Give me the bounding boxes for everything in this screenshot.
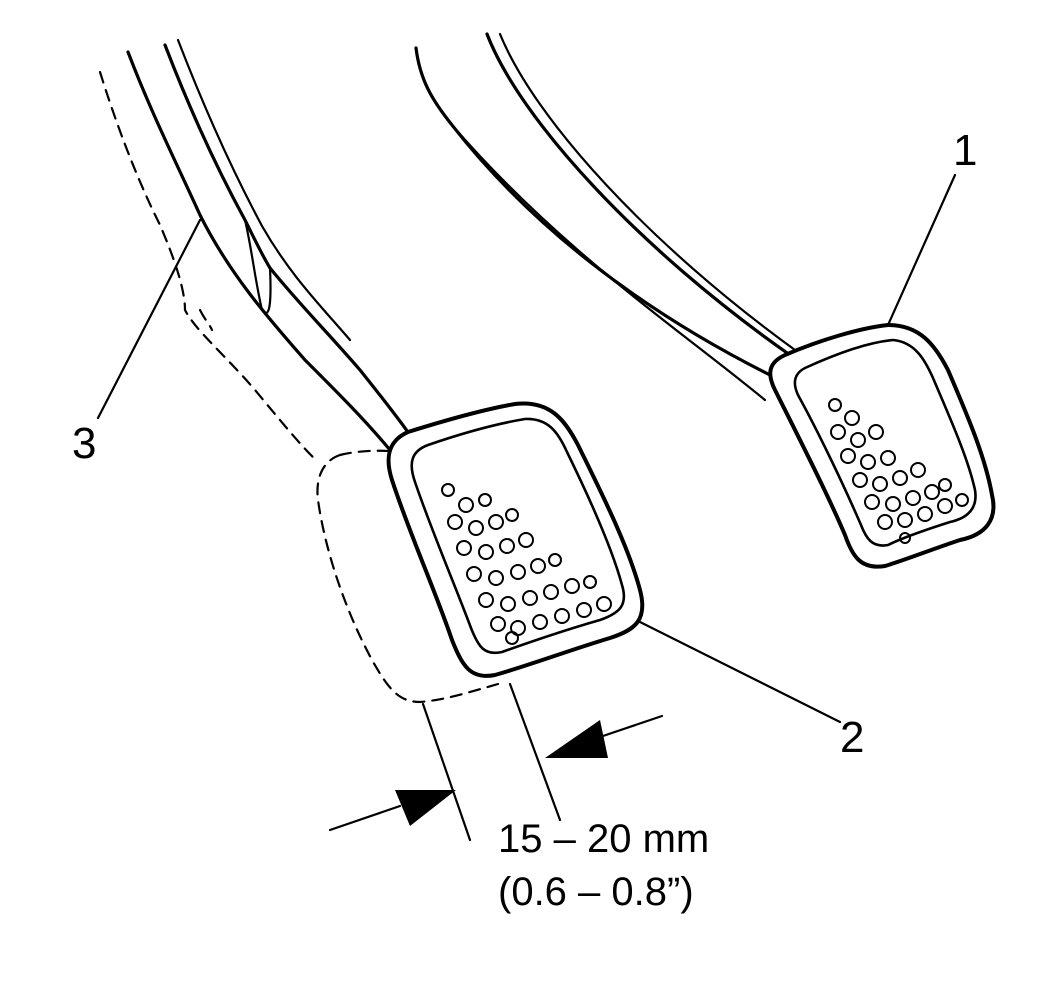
callout-label-1: 1	[953, 126, 977, 175]
callout-label-3: 3	[72, 419, 96, 468]
dimension-arrow-right	[545, 720, 608, 758]
leader-line-3	[96, 218, 202, 420]
free-play-dimension	[328, 682, 664, 842]
dimension-imperial-label: (0.6 – 0.8”)	[498, 870, 694, 914]
clutch-pedal-arm	[126, 38, 412, 452]
leader-line-2	[638, 620, 842, 724]
callout-label-2: 2	[840, 713, 864, 762]
pedal-released-outline	[98, 70, 500, 704]
brake-pedal-arm	[414, 32, 797, 402]
dimension-metric-label: 15 – 20 mm	[498, 817, 709, 861]
brake-pad-tread	[828, 398, 969, 544]
leader-line-1	[886, 173, 957, 327]
clutch-pad-tread	[441, 483, 612, 645]
brake-pedal-pad	[768, 323, 996, 569]
clutch-pedal-pad	[386, 401, 645, 678]
dimension-arrow-left	[395, 790, 456, 826]
